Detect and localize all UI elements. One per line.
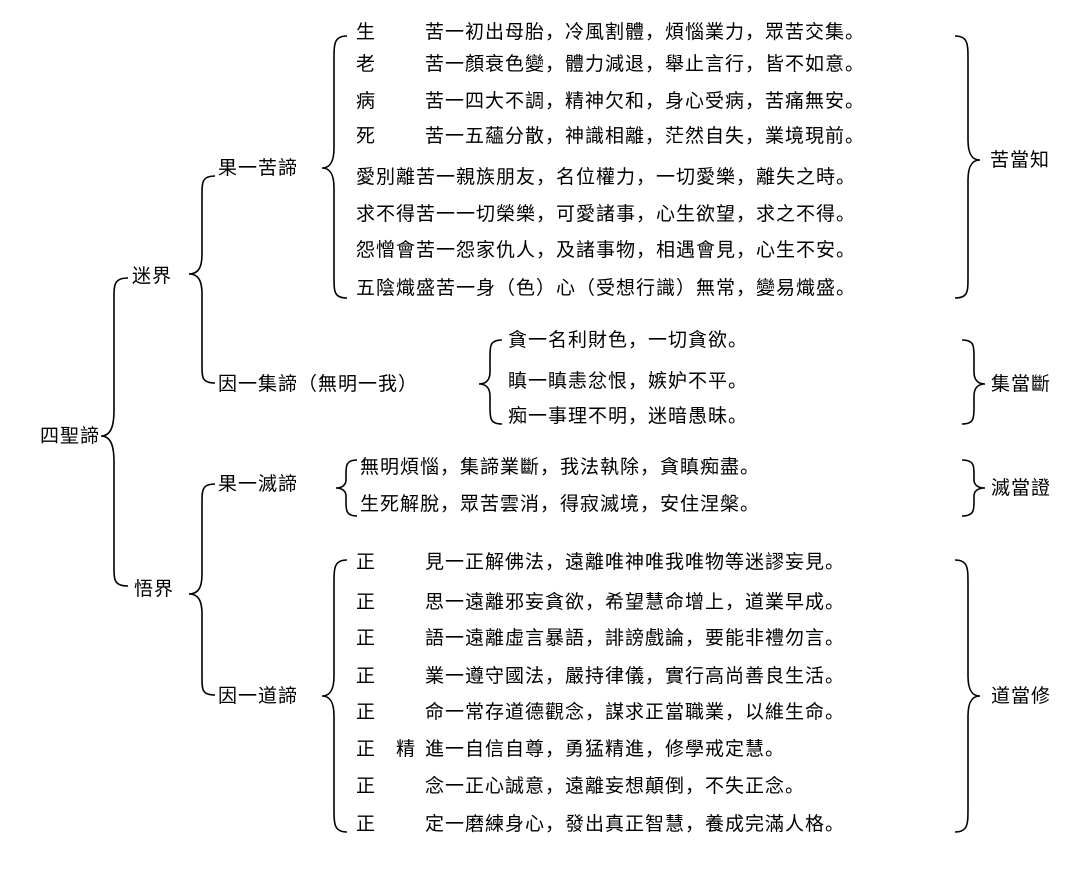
cessation-truth-label: 果一滅諦 [218, 473, 299, 495]
path-row-head: 正 [356, 551, 377, 573]
suffering-conclusion: 苦當知 [990, 149, 1051, 171]
path-row-text: 業一遵守國法，嚴持律儀，實行高尚善良生活。 [425, 665, 846, 687]
path-row-head: 正 [356, 775, 377, 797]
suffering-truth-label: 果一苦諦 [218, 157, 299, 179]
origin-brace [478, 339, 503, 425]
suffering-row-head: 病 [356, 90, 377, 112]
suffering-row-text: 愛別離苦一親族朋友，名位權力，一切愛樂，離失之時。 [356, 166, 857, 188]
path-row-text: 見一正解佛法，遠離唯神唯我唯物等迷謬妄見。 [425, 551, 846, 573]
suffering-row-head: 生 [356, 21, 377, 43]
path-row-head: 正 [356, 813, 377, 835]
origin-truth-label: 因一集諦（無明一我） [218, 373, 419, 395]
suffering-row-text: 苦一顏衰色變，體力減退，舉止言行，皆不如意。 [425, 53, 866, 75]
path-brace [321, 559, 348, 833]
cessation-conclusion: 滅當證 [991, 477, 1052, 499]
suffering-row-head: 死 [356, 125, 377, 147]
path-row-text: 命一常存道德觀念，謀求正當職業，以維生命。 [425, 701, 846, 723]
cessation-brace [335, 459, 358, 517]
root-brace [100, 277, 129, 587]
wu-realm-label: 悟界 [134, 578, 175, 600]
path-row-head: 正 [356, 627, 377, 649]
path-conclusion: 道當修 [991, 685, 1052, 707]
suffering-brace [321, 35, 348, 299]
suffering-row-text: 五陰熾盛苦一身（色）心（受想行識）無常，變易熾盛。 [356, 277, 857, 299]
suffering-row-text: 苦一四大不調，精神欠和，身心受病，苦痛無安。 [425, 90, 866, 112]
mi-realm-brace [188, 175, 216, 384]
suffering-row-text: 求不得苦一一切榮樂，可愛諸事，心生欲望，求之不得。 [356, 203, 857, 225]
origin-row-text: 瞋一瞋恚忿恨，嫉妒不平。 [508, 370, 749, 392]
suffering-row-text: 苦一五蘊分散，神識相離，茫然自失，業境現前。 [425, 125, 866, 147]
path-row-head: 正 [356, 738, 377, 760]
path-row-text: 進一自信自尊，勇猛精進，修學戒定慧。 [425, 738, 786, 760]
root-label: 四聖諦 [40, 425, 101, 447]
path-row-text: 念一正心誠意，遠離妄想顛倒，不失正念。 [425, 775, 806, 797]
path-close-brace [954, 559, 981, 833]
path-row-sub: 精 [396, 738, 417, 760]
suffering-row-head: 老 [356, 53, 377, 75]
suffering-row-text: 怨憎會苦一怨家仇人，及諸事物，相遇會見，心生不安。 [356, 239, 857, 261]
cessation-row-text: 無明煩惱，集諦業斷，我法執除，貪瞋痴盡。 [360, 456, 761, 478]
wu-realm-brace [188, 483, 216, 696]
origin-row-text: 痴一事理不明，迷暗愚昧。 [508, 405, 749, 427]
origin-conclusion: 集當斷 [991, 373, 1052, 395]
cessation-row-text: 生死解脫，眾苦雲消，得寂滅境，安住涅槃。 [360, 493, 761, 515]
origin-row-text: 貪一名利財色，一切貪欲。 [508, 329, 749, 351]
path-row-text: 思一遠離邪妄貪欲，希望慧命增上，道業早成。 [425, 591, 846, 613]
origin-close-brace [961, 339, 986, 425]
path-truth-label: 因一道諦 [218, 685, 299, 707]
path-row-head: 正 [356, 665, 377, 687]
cessation-close-brace [961, 459, 986, 517]
suffering-close-brace [954, 35, 981, 299]
path-row-text: 定一磨練身心，發出真正智慧，養成完滿人格。 [425, 813, 846, 835]
path-row-head: 正 [356, 701, 377, 723]
path-row-head: 正 [356, 591, 377, 613]
path-row-text: 語一遠離虛言暴語，誹謗戲論，要能非禮勿言。 [425, 627, 846, 649]
suffering-row-text: 苦一初出母胎，冷風割體，煩惱業力，眾苦交集。 [425, 21, 866, 43]
mi-realm-label: 迷界 [132, 265, 173, 287]
